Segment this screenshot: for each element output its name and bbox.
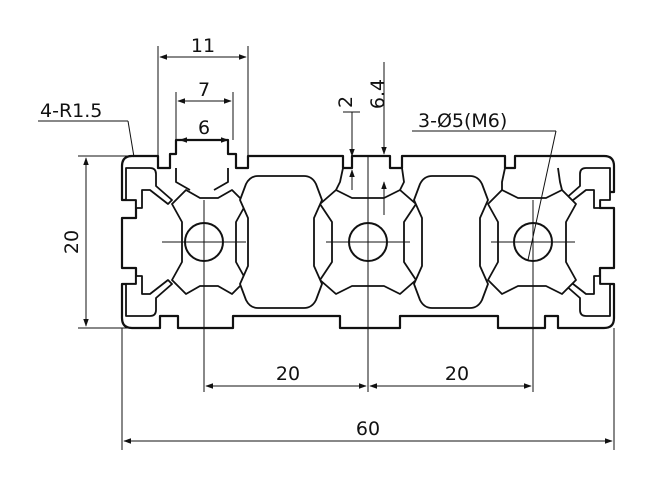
- dim-slot-mid-label: 7: [198, 79, 210, 101]
- dim-pitch-2-label: 20: [445, 363, 469, 385]
- dim-corner-radius: 4-R1.5: [38, 100, 135, 158]
- dim-depth-label: 6.4: [367, 79, 389, 109]
- dim-depth: 6.4: [367, 62, 389, 215]
- dim-lip-label: 2: [335, 96, 357, 108]
- chamber-left: [239, 175, 323, 309]
- dim-holes: 3-Ø5(M6): [412, 110, 557, 261]
- dim-holes-label: 3-Ø5(M6): [418, 110, 507, 132]
- chamber-right: [413, 175, 489, 309]
- center-lines: [162, 156, 575, 392]
- dim-height-label: 20: [61, 230, 83, 254]
- top-slot-lips: [175, 167, 563, 191]
- dim-slot-inner-label: 6: [198, 117, 210, 139]
- dim-slot-outer-label: 11: [191, 35, 215, 57]
- dim-total-length-label: 60: [356, 418, 380, 440]
- dim-lip: 2: [335, 96, 360, 190]
- dim-pitch-1-label: 20: [276, 363, 300, 385]
- dim-slot-mid: 7: [175, 79, 234, 140]
- right-end-slots: [563, 167, 611, 317]
- dim-slot-inner: 6: [179, 117, 229, 143]
- left-end-slots: [125, 167, 173, 317]
- dim-height: 20: [61, 155, 136, 329]
- dim-pitch-2: 20: [369, 363, 532, 389]
- dim-corner-radius-label: 4-R1.5: [40, 100, 102, 122]
- dim-slot-outer: 11: [157, 35, 249, 156]
- dim-pitch-1: 20: [205, 363, 367, 389]
- dim-total-length: 60: [121, 328, 615, 450]
